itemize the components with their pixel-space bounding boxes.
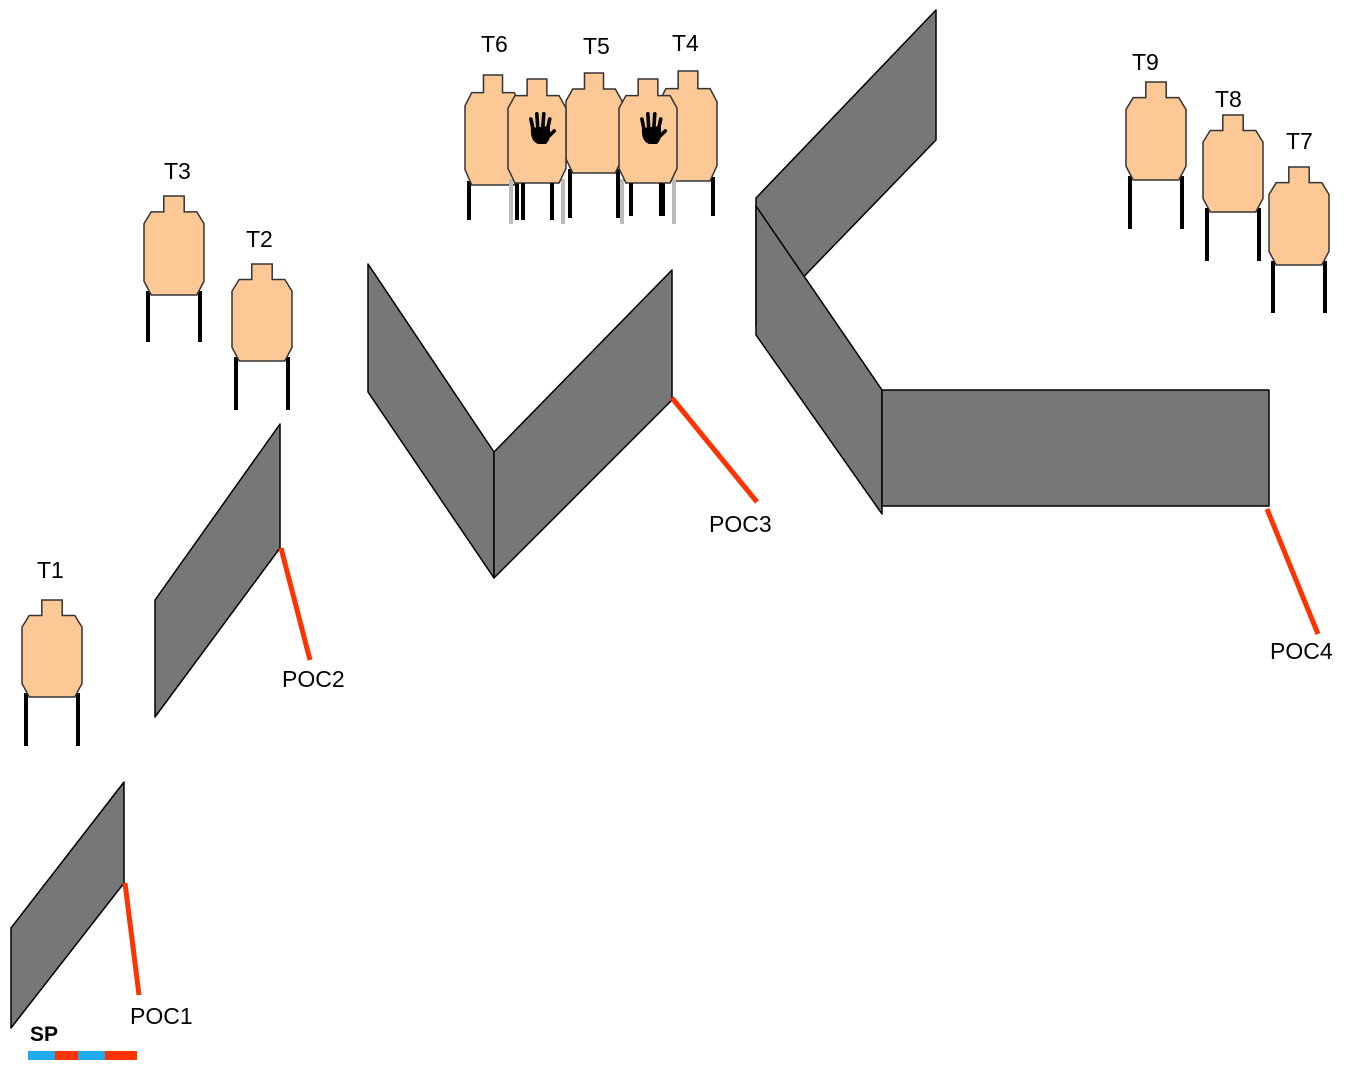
poc3-label: POC3 bbox=[709, 511, 772, 537]
target-label-t9: T9 bbox=[1132, 49, 1159, 75]
hand-icon-1 bbox=[529, 112, 557, 144]
target-label-t1: T1 bbox=[37, 557, 64, 583]
start-position-label: SP bbox=[30, 1023, 58, 1046]
poc4-label: POC4 bbox=[1270, 638, 1333, 664]
targets bbox=[21, 70, 1330, 746]
target-t3 bbox=[143, 195, 205, 342]
poc3-line bbox=[670, 396, 759, 504]
poc4-line bbox=[1264, 508, 1321, 635]
poc1-line bbox=[122, 882, 142, 996]
wall-3-left bbox=[367, 263, 495, 579]
target-label-t3: T3 bbox=[164, 158, 191, 184]
sp-bar-blue-2 bbox=[78, 1051, 105, 1060]
no-shoot-2 bbox=[618, 78, 678, 224]
target-t1-silhouette bbox=[21, 599, 83, 698]
target-t6 bbox=[464, 74, 522, 220]
poc2-line bbox=[278, 547, 313, 661]
wall-2 bbox=[154, 423, 281, 718]
target-label-t5: T5 bbox=[583, 33, 610, 59]
target-t8-silhouette bbox=[1202, 114, 1264, 213]
poc2-label: POC2 bbox=[282, 666, 345, 692]
sp-bar-blue-1 bbox=[28, 1051, 55, 1060]
wall-4-straight bbox=[881, 389, 1270, 507]
target-t8 bbox=[1202, 114, 1264, 261]
target-t3-silhouette bbox=[143, 195, 205, 296]
target-t6-silhouette bbox=[464, 74, 522, 186]
target-t1 bbox=[21, 599, 83, 746]
target-label-t6: T6 bbox=[481, 31, 508, 57]
walls bbox=[10, 9, 1270, 1029]
target-t7 bbox=[1268, 166, 1330, 313]
start-position-marker bbox=[28, 1051, 137, 1060]
labels: T1 T2 T3 T4 T5 T6 T7 T8 T9 POC1 POC2 POC… bbox=[30, 30, 1333, 1046]
target-t5-silhouette bbox=[565, 72, 623, 174]
target-label-t2: T2 bbox=[246, 226, 273, 252]
wall-1 bbox=[10, 781, 125, 1029]
target-label-t7: T7 bbox=[1286, 128, 1313, 154]
target-label-t4: T4 bbox=[672, 30, 699, 56]
target-t9-silhouette bbox=[1125, 81, 1187, 181]
target-t2 bbox=[231, 263, 293, 410]
target-t5 bbox=[565, 72, 623, 218]
hand-icon-2 bbox=[640, 112, 668, 144]
wall-3-right bbox=[493, 269, 673, 579]
target-t7-silhouette bbox=[1268, 166, 1330, 266]
poc-lines bbox=[122, 396, 1321, 996]
target-label-t8: T8 bbox=[1215, 86, 1242, 112]
target-t9 bbox=[1125, 81, 1187, 229]
poc1-label: POC1 bbox=[130, 1003, 193, 1029]
wall-4-diagonal bbox=[755, 205, 883, 515]
target-t2-silhouette bbox=[231, 263, 293, 362]
